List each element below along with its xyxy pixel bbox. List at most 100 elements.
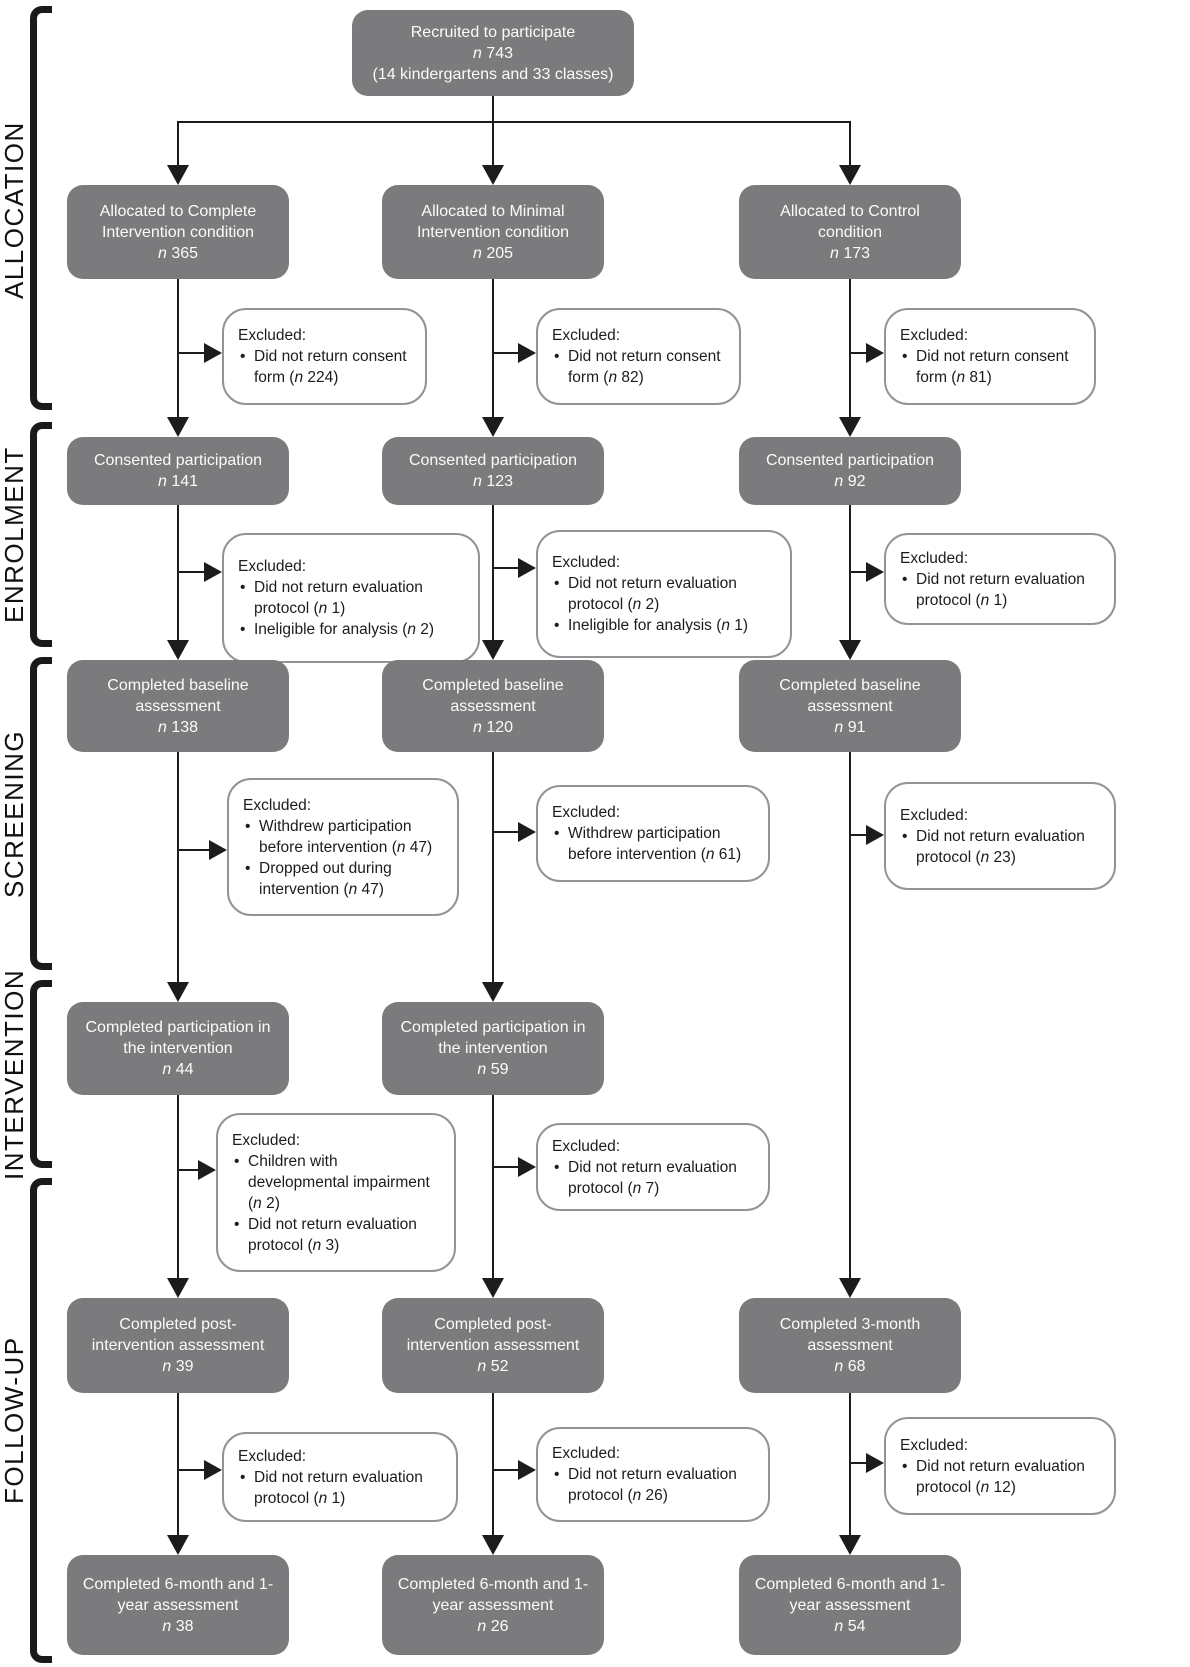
- connector-vline: [492, 96, 494, 122]
- arrowhead-down: [839, 165, 861, 185]
- flow-box-post-assessment-minimal: Completed post-intervention assessment n…: [382, 1298, 604, 1393]
- arrowhead-down: [482, 417, 504, 437]
- excluded-item: •Did not return consent form (n 81): [900, 346, 1080, 388]
- phase-label-intervention: INTERVENTION: [0, 968, 29, 1180]
- box-n-count: n 205: [472, 244, 514, 262]
- connector-vline: [849, 752, 851, 1278]
- bullet-glyph: •: [240, 1468, 246, 1486]
- phase-label-enrolment: ENROLMENT: [0, 446, 29, 623]
- excluded-item: •Dropped out during intervention (n 47): [243, 858, 443, 900]
- box-n-count: n 39: [162, 1358, 194, 1375]
- excluded-box-consent-minimal: Excluded: •Did not return consent form (…: [536, 308, 741, 405]
- phase-label-allocation: ALLOCATION: [0, 121, 29, 299]
- box-text: Consented participation: [93, 452, 263, 469]
- flow-box-baseline-complete: Completed baseline assessment n 138: [67, 660, 289, 752]
- connector-vline: [492, 279, 494, 417]
- arrowhead-right: [866, 343, 884, 363]
- arrowhead-down: [482, 165, 504, 185]
- bullet-glyph: •: [554, 1466, 560, 1483]
- box-text: Consented participation: [765, 452, 935, 469]
- box-n-count: n 91: [834, 718, 866, 736]
- excluded-box-consent-complete: Excluded: •Did not return consent form (…: [222, 308, 427, 405]
- connector-hline: [493, 1469, 520, 1471]
- arrowhead-right: [209, 840, 227, 860]
- excluded-item: • Did not return consent form (n 82): [552, 346, 725, 388]
- excluded-title: Excluded:: [900, 549, 969, 567]
- arrowhead-right: [204, 343, 222, 363]
- arrowhead-right: [204, 562, 222, 582]
- excluded-title: Excluded:: [552, 1445, 621, 1462]
- arrowhead-down: [167, 1278, 189, 1298]
- excluded-title: Excluded:: [238, 558, 307, 575]
- bullet-glyph: •: [554, 1158, 560, 1176]
- excluded-item-text: Children with developmental impairment (…: [248, 1152, 430, 1212]
- excluded-item-text: Did not return evaluation protocol (n 1): [254, 1468, 423, 1507]
- bullet-glyph: •: [245, 859, 251, 877]
- excluded-item-text: Did not return consent form (n 224): [254, 348, 407, 386]
- arrowhead-right: [518, 558, 536, 578]
- box-text: Recruited to participate: [410, 23, 576, 41]
- flow-box-consented-minimal: Consented participation n 123: [382, 437, 604, 505]
- phase-bracket-enrolment: [30, 422, 52, 647]
- box-n-count: n 141: [157, 473, 199, 490]
- excluded-item-text: Did not return evaluation protocol (n 1): [254, 579, 423, 617]
- excluded-item-text: Did not return consent form (n 82): [568, 348, 721, 386]
- flow-box-allocated-minimal: Allocated to Minimal Intervention condit…: [382, 185, 604, 279]
- box-text: Allocated to Complete Intervention condi…: [99, 202, 257, 241]
- connector-vline: [492, 505, 494, 640]
- excluded-item-text: Did not return evaluation protocol (n 1): [916, 570, 1085, 609]
- arrowhead-down: [167, 1535, 189, 1555]
- flow-box-3-month-assessment-control: Completed 3-month assessment n 68: [739, 1298, 961, 1393]
- excluded-box-enrolment-control: Excluded: • Did not return evaluation pro…: [884, 533, 1116, 625]
- box-n-count: n 44: [162, 1061, 194, 1078]
- bullet-glyph: •: [554, 348, 560, 365]
- excluded-item-text: Ineligible for analysis (n 1): [568, 617, 749, 634]
- bullet-glyph: •: [554, 617, 560, 634]
- excluded-item: •Did not return evaluation protocol (n 2…: [900, 826, 1100, 868]
- bullet-glyph: •: [240, 621, 246, 638]
- box-n-count: n 52: [477, 1358, 509, 1375]
- box-text: Allocated to Control condition: [780, 202, 920, 241]
- excluded-item-text: Did not return evaluation protocol (n 26…: [568, 1466, 737, 1504]
- flow-box-recruited: Recruited to participate n 743 (14 kinde…: [352, 10, 634, 96]
- arrowhead-down: [839, 1278, 861, 1298]
- excluded-box-enrolment-complete: Excluded: •Did not return evaluation pro…: [222, 533, 480, 663]
- connector-vline: [849, 1393, 851, 1535]
- box-text: Completed baseline assessment: [107, 676, 249, 715]
- bullet-glyph: •: [902, 570, 908, 588]
- excluded-item: • Did not return consent form (n 224): [238, 346, 411, 388]
- box-text: Completed 6-month and 1-year assessment: [82, 1575, 274, 1614]
- arrowhead-down: [482, 1535, 504, 1555]
- excluded-title: Excluded:: [552, 1137, 621, 1155]
- excluded-item-text: Withdrew participation before interventi…: [259, 817, 433, 856]
- connector-vline: [849, 279, 851, 417]
- arrowhead-right: [198, 1160, 216, 1180]
- arrowhead-right: [518, 343, 536, 363]
- excluded-item: • Ineligible for analysis (n 2): [238, 619, 464, 640]
- excluded-item: •Did not return evaluation protocol (n 1…: [900, 1456, 1100, 1498]
- excluded-item: •Did not return evaluation protocol (n 7…: [552, 1157, 754, 1199]
- box-n-count: n 120: [472, 718, 514, 736]
- connector-vline: [177, 752, 179, 982]
- flow-box-intervention-participation-complete: Completed participation in the intervent…: [67, 1002, 289, 1095]
- arrowhead-down: [482, 982, 504, 1002]
- bullet-glyph: •: [234, 1215, 240, 1233]
- flow-box-intervention-participation-minimal: Completed participation in the intervent…: [382, 1002, 604, 1095]
- box-n-count: n 138: [157, 718, 199, 736]
- excluded-item-text: Did not return evaluation protocol (n 23…: [916, 827, 1085, 866]
- box-text: Completed participation in the intervent…: [85, 1019, 271, 1057]
- box-text: Consented participation: [408, 452, 578, 469]
- arrowhead-right: [866, 1453, 884, 1473]
- phase-bracket-allocation: [30, 6, 52, 410]
- connector-hline: [493, 352, 520, 354]
- connector-vline: [177, 1393, 179, 1535]
- excluded-item: •Did not return evaluation protocol (n 1…: [238, 577, 464, 619]
- excluded-box-follow-up-complete: Excluded: •Did not return evaluation pro…: [222, 1432, 458, 1522]
- excluded-box-follow-up-minimal: Excluded: • Did not return evaluation pro…: [536, 1427, 770, 1522]
- connector-hline: [178, 849, 211, 851]
- bullet-glyph: •: [240, 348, 246, 365]
- excluded-title: Excluded:: [900, 806, 969, 824]
- excluded-item-text: Ineligible for analysis (n 2): [254, 621, 435, 638]
- box-text: Completed post-intervention assessment: [91, 1316, 265, 1354]
- box-n-count: n 38: [162, 1617, 194, 1635]
